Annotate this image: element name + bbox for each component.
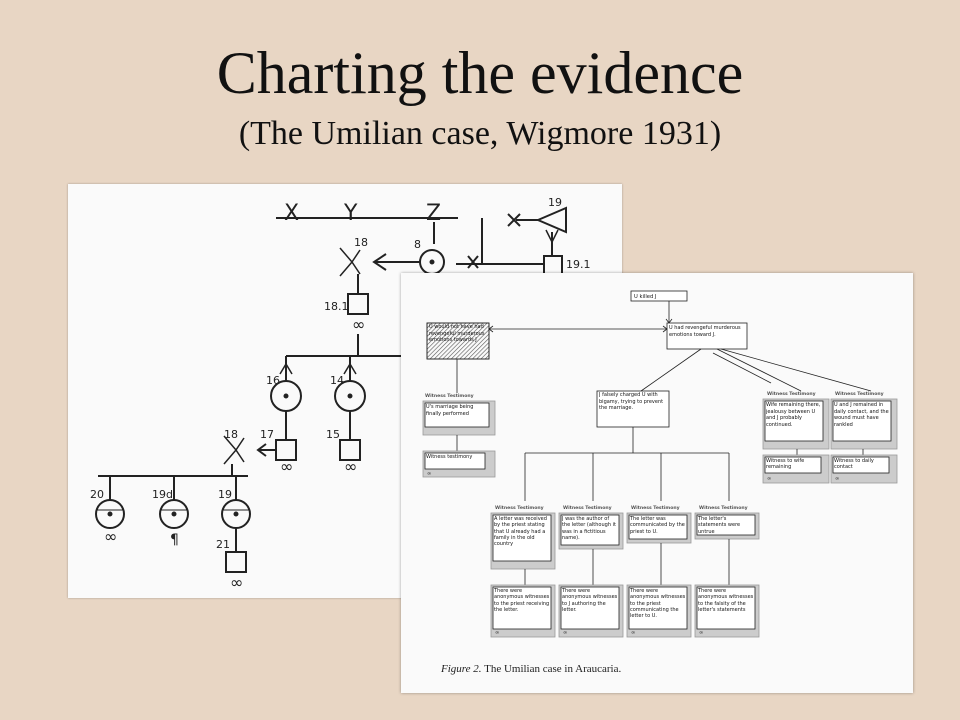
infinity-mark-4: ∞ [104,527,117,546]
node-letter-received: A letter was received by the priest stat… [494,516,547,548]
node-label-19-top: 19 [548,196,562,209]
infinity-mark-5: ∞ [230,573,243,592]
scheme-label-marriage: Witness Testimony [425,393,474,399]
node-daily-contact: U and J remained in daily contact, and t… [834,402,889,428]
infinity-mark-2: ∞ [280,457,293,476]
infinity-daily: ∞ [835,476,839,482]
node-vengeful: U had revengeful murderous emotions towa… [669,325,741,338]
chart-letter-x: X [284,201,299,226]
node-witness-wife: Witness to wife remaining [766,458,805,470]
node-label-19-low: 19 [218,488,232,501]
scheme-label-statements: Witness Testimony [699,505,748,511]
caption-text: The Umilian case in Araucaria. [484,663,622,675]
node-label-14: 14 [330,374,344,387]
araucaria-chart: U killed J U would not have had revengef… [401,273,913,693]
node-label-20: 20 [90,488,104,501]
chart-letter-y: Y [343,201,358,226]
infinity-anon-1: ∞ [495,630,499,636]
node-anon-4: There were anonymous witnesses to the fa… [698,588,754,613]
node-label-19d: 19d [152,488,173,501]
node-statements-untrue: The letter's statements were untrue [698,516,741,534]
slide-title: Charting the evidence [216,40,744,106]
figure-caption: Figure 2. The Umilian case in Araucaria. [441,663,621,675]
scheme-label-wife: Witness Testimony [767,391,816,397]
node-wife-jealousy: Wife remaining there, jealousy between U… [766,402,821,428]
slide-subtitle: (The Umilian case, Wigmore 1931) [238,115,722,152]
node-anon-3: There were anonymous witnesses to the pr… [630,588,686,620]
scheme-label-communicated: Witness Testimony [631,505,680,511]
caption-figure-label: Figure 2. [441,663,482,675]
chart-letter-z: Z [426,201,441,226]
node-root: U killed J [634,294,657,300]
infinity-anon-2: ∞ [563,630,567,636]
node-label-19-1: 19.1 [566,258,591,271]
node-label-18-top: 18 [354,236,368,249]
node-not-vengeful: U would not have had revengeful murderou… [429,324,485,343]
node-label-18-1: 18.1 [324,300,349,313]
infinity-anon-4: ∞ [699,630,703,636]
infinity-anon-3: ∞ [631,630,635,636]
glyph-mark-1: ¶ [170,532,179,548]
node-label-21: 21 [216,538,230,551]
node-witness-daily: Witness to daily contact [834,458,874,470]
scheme-label-letter: Witness Testimony [495,505,544,511]
node-author-letter: J was the author of the letter (although… [562,516,616,541]
infinity-mark-1: ∞ [352,315,365,334]
node-falsely-charged: J falsely charged U with bigamy, trying … [599,392,664,411]
infinity-wt: ∞ [427,471,431,477]
infinity-mark-3: ∞ [344,457,357,476]
node-witness-testimony: Witness testimony [426,454,473,460]
scheme-label-daily: Witness Testimony [835,391,884,397]
node-label-8: 8 [414,238,421,251]
node-anon-1: There were anonymous witnesses to the pr… [494,588,550,613]
node-marriage: U's marriage being finally performed [426,404,474,417]
node-label-17: 17 [260,428,274,441]
node-label-15: 15 [326,428,340,441]
node-label-18-mid: 18 [224,428,238,441]
node-communicated: The letter was communicated by the pries… [630,516,685,535]
node-anon-2: There were anonymous witnesses to J auth… [562,588,618,613]
infinity-wife: ∞ [767,476,771,482]
scheme-label-author: Witness Testimony [563,505,612,511]
node-label-16: 16 [266,374,280,387]
